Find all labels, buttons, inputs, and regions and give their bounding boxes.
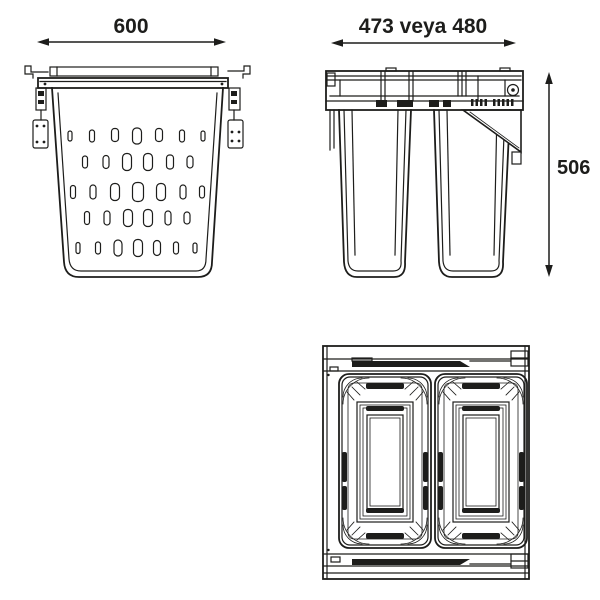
arrowhead-left-icon — [331, 39, 343, 47]
width-dimension-label: 600 — [113, 15, 148, 38]
arrowhead-up-icon — [545, 72, 553, 84]
arrowhead-left-icon — [37, 38, 49, 46]
depth-dimension: 473 veya 480 — [331, 15, 516, 47]
arrowhead-down-icon — [545, 265, 553, 277]
front-rail — [323, 548, 529, 574]
arrowhead-right-icon — [504, 39, 516, 47]
roller-icon — [506, 83, 520, 97]
height-dimension-label: 506 — [557, 157, 590, 179]
corner-gusset — [460, 109, 522, 165]
top-view — [322, 345, 530, 580]
bin-left-top — [339, 374, 431, 548]
slide-rail — [325, 67, 524, 151]
width-dimension: 600 — [37, 15, 226, 46]
side-view: 473 veya 480 506 — [325, 15, 590, 278]
hanging-rail — [37, 66, 229, 89]
mounting-bracket-left — [32, 87, 49, 149]
depth-dimension-label: 473 veya 480 — [359, 15, 487, 38]
mounting-hook-left — [24, 65, 49, 79]
cabinet-frame — [322, 345, 530, 580]
bin-front-side — [338, 109, 412, 278]
rear-rail — [323, 350, 529, 377]
basket-body — [51, 87, 224, 278]
front-view: 600 — [24, 15, 251, 278]
basket-perforations — [67, 127, 206, 258]
mounting-bracket-right — [227, 87, 244, 149]
mounting-hook-right — [227, 65, 251, 79]
bin-back-side — [433, 109, 511, 278]
bin-right-top — [435, 374, 527, 548]
arrowhead-right-icon — [214, 38, 226, 46]
height-dimension: 506 — [545, 72, 590, 277]
